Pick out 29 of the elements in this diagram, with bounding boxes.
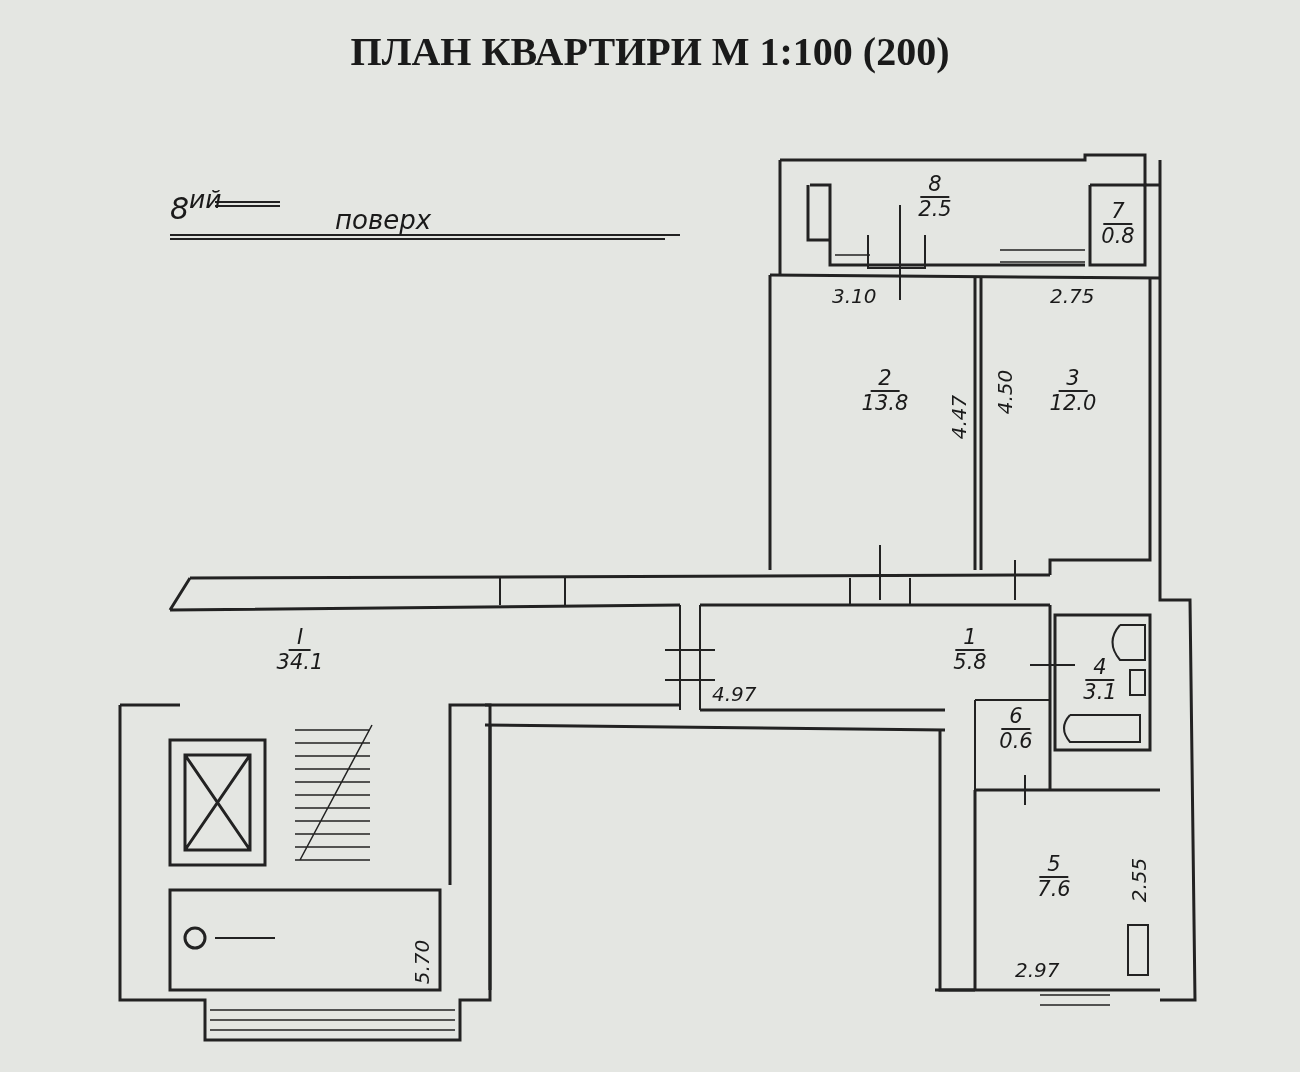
room-number: 6 bbox=[1001, 705, 1031, 731]
floor-number: 8$^{ий}$ bbox=[170, 185, 222, 226]
room-number: 8 bbox=[920, 173, 950, 199]
room-number: 1 bbox=[955, 626, 985, 652]
dimension-label: 5.70 bbox=[410, 939, 435, 985]
dimension-label: 3.10 bbox=[832, 284, 877, 308]
floor-label: поверх bbox=[335, 205, 432, 235]
dimension-label: 4.50 bbox=[993, 369, 1018, 415]
dimension-label: 4.97 bbox=[712, 682, 757, 706]
room-area-value: 7.6 bbox=[1037, 878, 1071, 902]
room-number: 3 bbox=[1058, 367, 1088, 393]
plan-title: ПЛАН КВАРТИРИ М 1:100 (200) bbox=[349, 28, 951, 75]
room-area-value: 3.1 bbox=[1083, 681, 1117, 705]
room-area-value: 34.1 bbox=[276, 651, 324, 675]
room-area-value: 5.8 bbox=[953, 651, 987, 675]
dimension-label: 2.55 bbox=[1127, 857, 1152, 903]
room-area-value: 0.6 bbox=[999, 730, 1033, 754]
room-area-value: 0.8 bbox=[1101, 225, 1135, 249]
room-area-value: 12.0 bbox=[1049, 392, 1097, 416]
room-area-value: 13.8 bbox=[861, 392, 909, 416]
room-number: 2 bbox=[870, 367, 900, 393]
dimension-label: 2.75 bbox=[1050, 284, 1095, 308]
room-number: 5 bbox=[1039, 853, 1069, 879]
room-number: 4 bbox=[1085, 656, 1115, 682]
dimension-label: 4.47 bbox=[947, 394, 972, 440]
room-number: I bbox=[288, 626, 312, 652]
room-number: 7 bbox=[1103, 200, 1133, 226]
dimension-label: 2.97 bbox=[1015, 958, 1060, 982]
room-area-value: 2.5 bbox=[918, 198, 952, 222]
